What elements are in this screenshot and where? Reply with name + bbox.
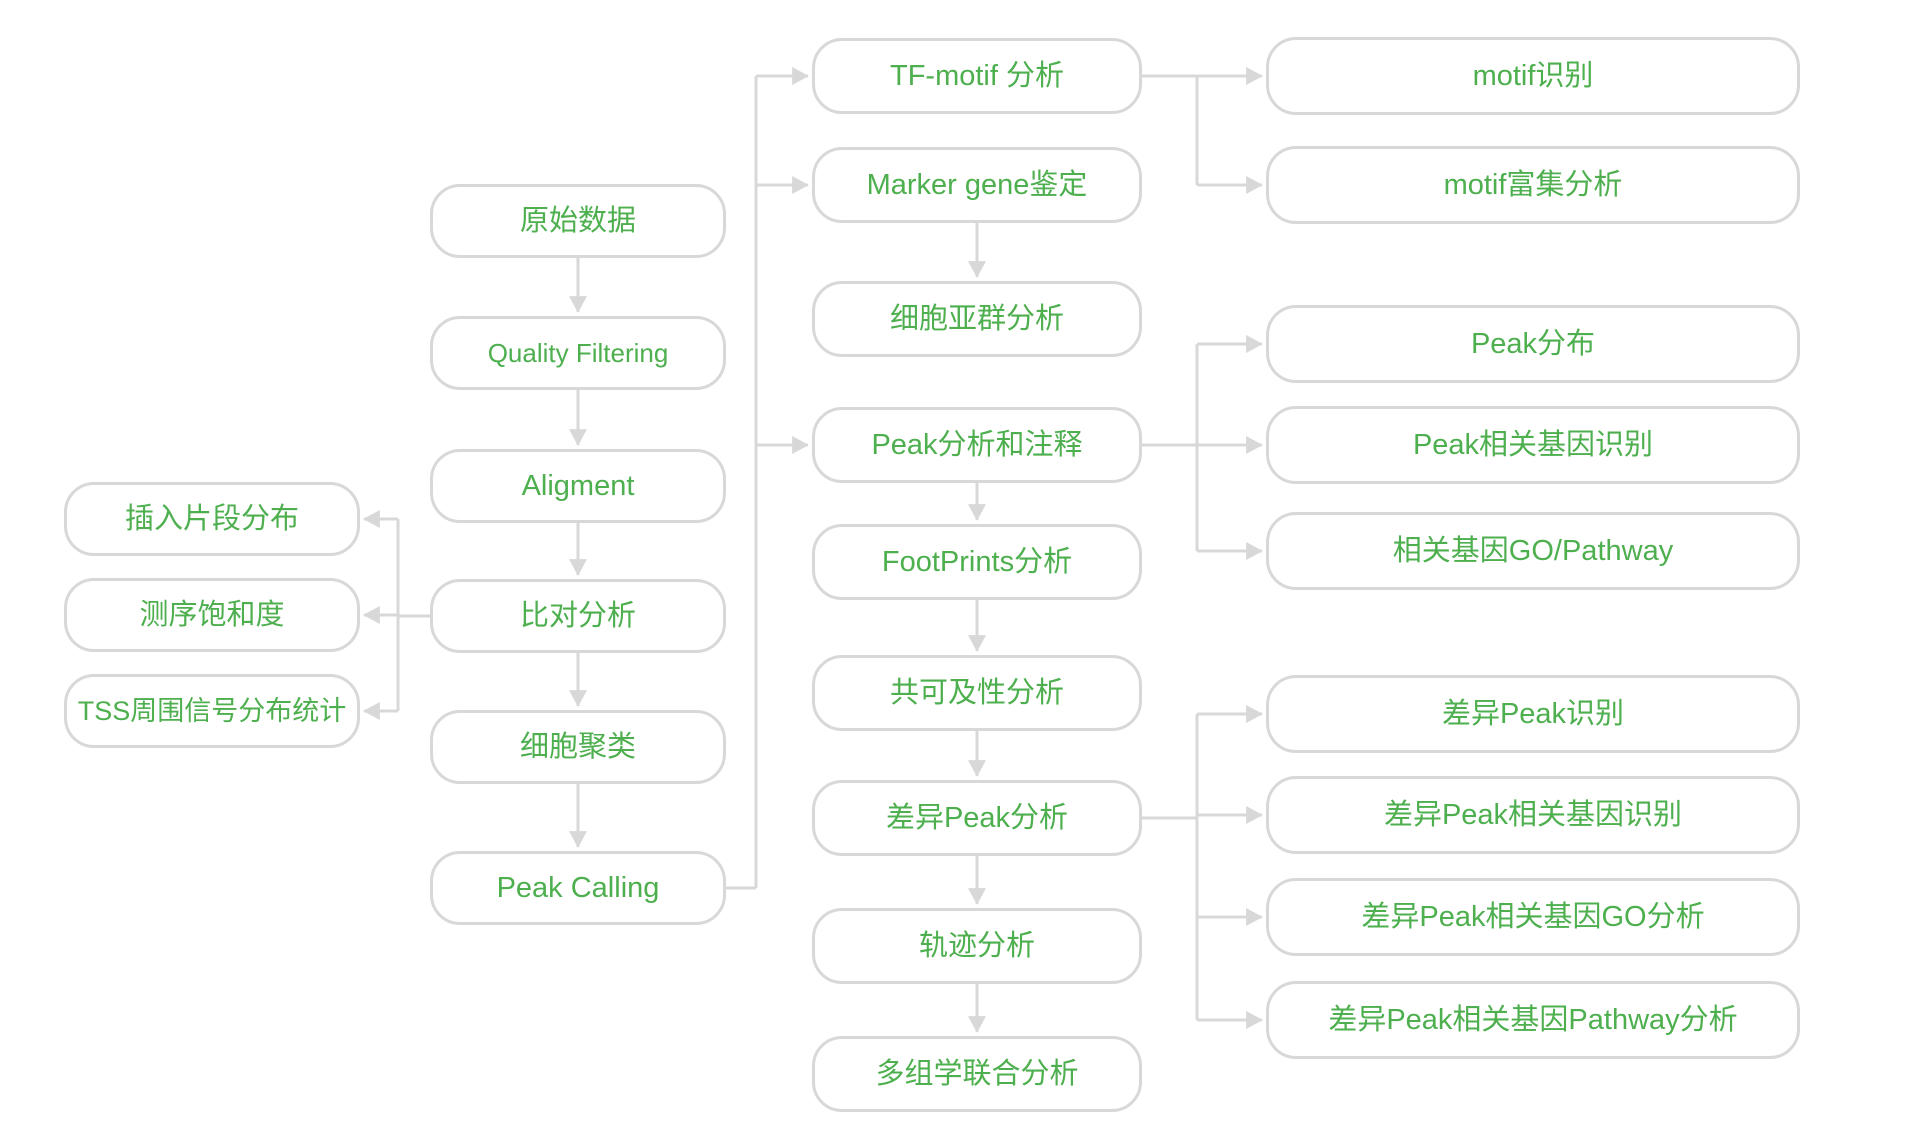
node-tf-motif-analysis: TF-motif 分析 (812, 38, 1142, 114)
node-alignment: Aligment (430, 449, 726, 523)
node-peak-calling: Peak Calling (430, 851, 726, 925)
node-peak-distribution: Peak分布 (1266, 305, 1800, 383)
node-sequencing-saturation: 测序饱和度 (64, 578, 360, 652)
node-label: 插入片段分布 (124, 502, 299, 535)
node-differential-peak-analysis: 差异Peak分析 (812, 780, 1142, 856)
node-label: TSS周围信号分布统计 (77, 695, 347, 726)
node-label: Peak分布 (1470, 327, 1596, 360)
node-cell-clustering: 细胞聚类 (430, 710, 726, 784)
node-label: Peak分析和注释 (871, 428, 1083, 461)
node-marker-gene-identification: Marker gene鉴定 (812, 147, 1142, 223)
node-co-accessibility-analysis: 共可及性分析 (812, 655, 1142, 731)
node-label: motif富集分析 (1443, 168, 1623, 201)
node-quality-filtering: Quality Filtering (430, 316, 726, 390)
node-label: 差异Peak相关基因Pathway分析 (1328, 1003, 1738, 1036)
node-label: Quality Filtering (487, 338, 669, 368)
node-label: 相关基因GO/Pathway (1392, 534, 1674, 567)
node-diff-peak-genes-go: 差异Peak相关基因GO分析 (1266, 878, 1800, 956)
node-label: 差异Peak相关基因识别 (1383, 798, 1683, 831)
node-label: 多组学联合分析 (875, 1057, 1079, 1090)
node-motif-identification: motif识别 (1266, 37, 1800, 115)
node-motif-enrichment-analysis: motif富集分析 (1266, 146, 1800, 224)
node-raw-data: 原始数据 (430, 184, 726, 258)
node-footprints-analysis: FootPrints分析 (812, 524, 1142, 600)
node-label: motif识别 (1472, 59, 1594, 92)
node-diff-peak-genes-pathway: 差异Peak相关基因Pathway分析 (1266, 981, 1800, 1059)
node-label: FootPrints分析 (881, 545, 1073, 578)
node-label: 比对分析 (519, 599, 636, 632)
node-tss-signal-distribution: TSS周围信号分布统计 (64, 674, 360, 748)
node-label: Aligment (521, 469, 635, 502)
node-label: 测序饱和度 (139, 598, 285, 631)
node-peak-related-genes: Peak相关基因识别 (1266, 406, 1800, 484)
node-peak-analysis-annotation: Peak分析和注释 (812, 407, 1142, 483)
node-label: TF-motif 分析 (890, 59, 1064, 92)
node-label: 轨迹分析 (918, 929, 1035, 962)
node-label: 差异Peak分析 (885, 801, 1069, 834)
node-insert-fragment-distribution: 插入片段分布 (64, 482, 360, 556)
node-diff-peak-related-genes: 差异Peak相关基因识别 (1266, 776, 1800, 854)
node-label: 原始数据 (519, 204, 636, 237)
node-alignment-analysis: 比对分析 (430, 579, 726, 653)
node-label: 细胞聚类 (519, 730, 636, 763)
node-cell-subgroup-analysis: 细胞亚群分析 (812, 281, 1142, 357)
node-label: Peak Calling (496, 871, 660, 904)
node-diff-peak-identification: 差异Peak识别 (1266, 675, 1800, 753)
node-multi-omics-analysis: 多组学联合分析 (812, 1036, 1142, 1112)
node-label: 差异Peak识别 (1441, 697, 1625, 730)
node-label: Peak相关基因识别 (1412, 428, 1654, 461)
node-trajectory-analysis: 轨迹分析 (812, 908, 1142, 984)
node-label: 细胞亚群分析 (889, 302, 1064, 335)
node-label: 差异Peak相关基因GO分析 (1361, 900, 1705, 933)
node-label: 共可及性分析 (889, 676, 1064, 709)
node-related-genes-go-pathway: 相关基因GO/Pathway (1266, 512, 1800, 590)
node-label: Marker gene鉴定 (866, 168, 1088, 201)
